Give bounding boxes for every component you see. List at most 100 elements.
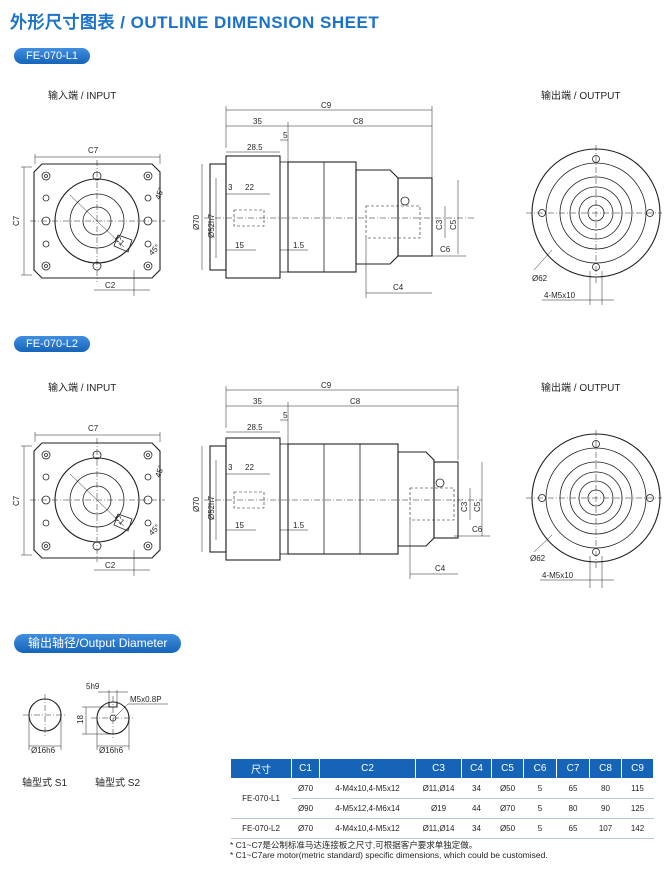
cell: 65 — [556, 818, 590, 839]
s2-height-label: 18 — [76, 715, 85, 724]
cell: Ø19 — [415, 798, 462, 819]
cell: 4-M5x12,4-M6x14 — [319, 798, 416, 819]
dim-phi62-l2: Ø62 — [530, 554, 546, 563]
dim-phi70-l2: Ø70 — [192, 496, 201, 512]
dim-c2-l1: C2 — [105, 281, 116, 290]
cell: Ø70 — [291, 778, 320, 799]
cell: 80 — [589, 778, 622, 799]
th-c7: C7 — [556, 758, 590, 779]
dim-c3-l1: C3 — [435, 219, 444, 230]
cell: 65 — [556, 778, 590, 799]
th-c2: C2 — [319, 758, 416, 779]
shaft-s1-label: 轴型式 S1 — [22, 778, 68, 789]
dim-c5-l2: C5 — [473, 501, 482, 512]
th-c8: C8 — [589, 758, 622, 779]
dim-35-l2: 35 — [253, 397, 262, 406]
th-size: 尺寸 — [230, 758, 292, 779]
dim-c6-l1: C6 — [440, 245, 451, 254]
dim-22-l2: 22 — [245, 463, 254, 472]
dim-phi52-l1: Ø52h7 — [207, 213, 216, 238]
output-label-l2: 输出端 / OUTPUT — [541, 383, 621, 394]
model-badge-l2: FE-070-L2 — [14, 336, 90, 352]
th-c1: C1 — [291, 758, 320, 779]
angle-45-top-l1: 45° — [153, 186, 166, 200]
th-c3: C3 — [415, 758, 462, 779]
cell: Ø70 — [291, 818, 320, 839]
th-c4: C4 — [461, 758, 492, 779]
cell: 107 — [589, 818, 622, 839]
side-view-drawing-l1: C9 35 C8 5 28.5 Ø70 Ø52h7 3 22 15 1.5 C3… — [192, 101, 475, 298]
dim-28-5-l1: 28.5 — [247, 143, 263, 152]
cell: 34 — [461, 778, 492, 799]
dim-c8-l1: C8 — [353, 117, 364, 126]
cell: 115 — [621, 778, 654, 799]
dim-c2-l2: C2 — [105, 561, 116, 570]
dim-15-l1: 15 — [235, 241, 244, 250]
dim-1-5-l1: 1.5 — [293, 241, 305, 250]
th-c5: C5 — [491, 758, 524, 779]
dim-3-l1: 3 — [228, 183, 233, 192]
s2-thread-label: M5x0.8P — [130, 695, 162, 704]
note-chinese: * C1~C7是公制标准马达连接板之尺寸,可根据客户要求单独定做。 — [230, 840, 478, 850]
cell: Ø11,Ø14 — [415, 818, 462, 839]
dim-phi70-l1: Ø70 — [192, 214, 201, 230]
dim-c7-top-l2: C7 — [88, 424, 99, 433]
holes-out-l1: 4-M5x10 — [544, 291, 576, 300]
cell: 5 — [523, 798, 557, 819]
th-c9: C9 — [621, 758, 654, 779]
table-row: Ø90 4-M5x12,4-M6x14 Ø19 44 Ø70 5 80 90 1… — [231, 798, 654, 819]
row-model-l2: FE-070-L2 — [230, 818, 292, 839]
cell: 5 — [523, 818, 557, 839]
dimension-table: 尺寸 C1 C2 C3 C4 C5 C6 C7 C8 C9 FE-070-L1 … — [230, 758, 654, 839]
dim-15-l2: 15 — [235, 521, 244, 530]
cell: 125 — [621, 798, 654, 819]
cell: 5 — [523, 778, 557, 799]
dim-c9-l2: C9 — [321, 381, 332, 390]
dim-22-l1: 22 — [245, 183, 254, 192]
cell: 80 — [556, 798, 590, 819]
dim-c9-l1: C9 — [321, 101, 332, 110]
cell: 34 — [461, 818, 492, 839]
dim-5-l1: 5 — [283, 131, 288, 140]
input-view-drawing-l1: C7 C7 C1 45° 45° C2 — [12, 146, 166, 296]
cell: Ø70 — [491, 798, 524, 819]
s2-key-label: 5h9 — [86, 682, 100, 691]
page-title: 外形尺寸图表 / OUTLINE DIMENSION SHEET — [10, 13, 380, 32]
dim-c7-top-l1: C7 — [88, 146, 99, 155]
dim-3-l2: 3 — [228, 463, 233, 472]
dim-5-l2: 5 — [283, 411, 288, 420]
cell: Ø11,Ø14 — [415, 778, 462, 799]
dim-c4-l1: C4 — [393, 283, 404, 292]
output-view-drawing-l2: Ø62 4-M5x10 — [526, 430, 662, 588]
dim-phi52-l2: Ø52h7 — [207, 495, 216, 520]
model-badge-l1: FE-070-L1 — [14, 48, 90, 64]
shaft-s2-label: 轴型式 S2 — [95, 778, 141, 789]
dim-c5-l1: C5 — [449, 219, 458, 230]
holes-out-l2: 4-M5x10 — [542, 571, 574, 580]
table-header-row: 尺寸 C1 C2 C3 C4 C5 C6 C7 C8 C9 — [230, 758, 654, 779]
note-english: * C1~C7are motor(metric standard) specif… — [230, 850, 548, 860]
s2-dia-label: Ø16h6 — [99, 746, 124, 755]
cell: 44 — [461, 798, 492, 819]
shaft-drawing: Ø16h6 5h9 18 M5x0.8P Ø16h6 — [23, 682, 168, 755]
cell: 142 — [621, 818, 654, 839]
dim-1-5-l2: 1.5 — [293, 521, 305, 530]
cell: Ø50 — [491, 818, 524, 839]
dim-c4-l2: C4 — [435, 564, 446, 573]
row-model-l1: FE-070-L1 — [230, 778, 292, 819]
cell: Ø90 — [291, 798, 320, 819]
dim-c6-l2: C6 — [472, 525, 483, 534]
cell: Ø50 — [491, 778, 524, 799]
dim-c7-side-l2: C7 — [12, 495, 21, 506]
dim-c8-l2: C8 — [350, 397, 361, 406]
dim-35-l1: 35 — [253, 117, 262, 126]
angle-45-top-l2: 45° — [153, 464, 166, 478]
dim-c7-side-l1: C7 — [12, 215, 21, 226]
cell: 90 — [589, 798, 622, 819]
s1-dia-label: Ø16h6 — [31, 746, 56, 755]
dim-c3-l2: C3 — [460, 501, 469, 512]
dim-28-5-l2: 28.5 — [247, 423, 263, 432]
table-row: FE-070-L1 Ø70 4-M4x10,4-M5x12 Ø11,Ø14 34… — [230, 778, 654, 819]
output-diameter-badge: 输出轴径/Output Diameter — [14, 634, 182, 653]
output-view-drawing-l1: Ø62 4-M5x10 — [526, 145, 662, 305]
